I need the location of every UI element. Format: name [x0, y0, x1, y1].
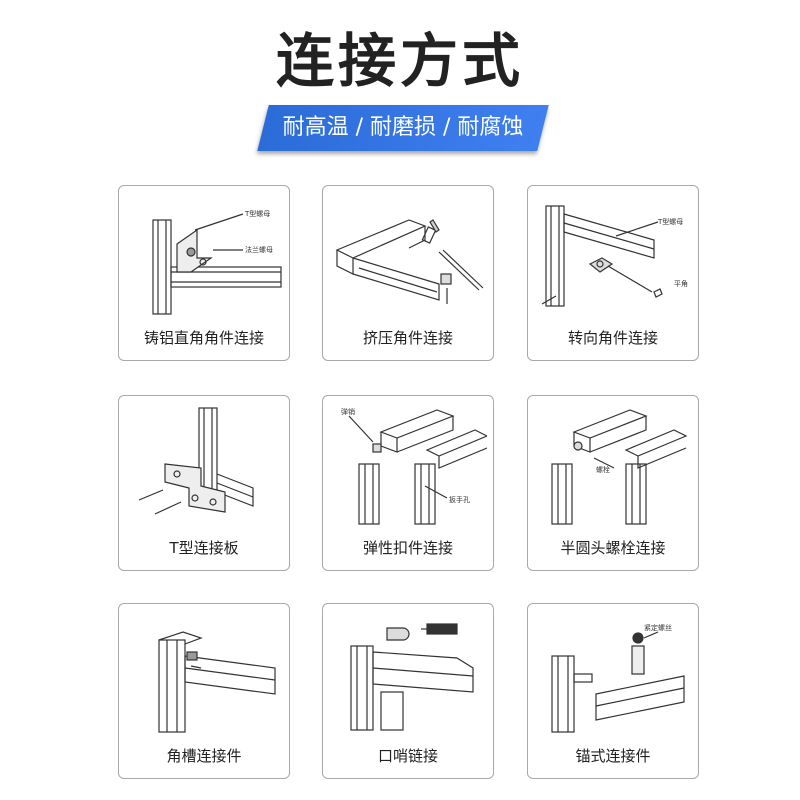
callout-pin: 弹销: [341, 407, 355, 416]
button-head-bolt-illustration: 螺栓: [551, 409, 688, 525]
card-label: 半圆头螺栓连接: [560, 539, 666, 557]
connection-card-corner-groove: 角槽连接件: [118, 603, 290, 779]
spring-clip-illustration: 弹销 扳手孔: [341, 407, 487, 525]
cast-corner-illustration: T型螺母 法兰螺母: [152, 209, 282, 315]
card-label: 角槽连接件: [166, 747, 242, 765]
card-label: 锚式连接件: [575, 747, 651, 765]
connection-card-swivel-corner: T型螺母 平角 转向角件连接: [527, 185, 699, 361]
connection-card-button-head-bolt: 螺栓 半圆头螺栓连接: [527, 395, 699, 571]
callout-set-screw: 紧定螺丝: [644, 623, 672, 632]
swivel-corner-illustration: T型螺母 平角: [541, 205, 688, 307]
card-label: 铸铝直角角件连接: [143, 329, 264, 347]
callout-t-nut: T型螺母: [244, 209, 270, 218]
callout-bolt: 螺栓: [596, 465, 610, 474]
callout-flat: 平角: [674, 279, 688, 288]
connection-card-cast-corner: T型螺母 法兰螺母 铸铝直角角件连接: [118, 185, 290, 361]
card-label: 挤压角件连接: [362, 329, 453, 347]
callout-wrench-hole: 扳手孔: [449, 495, 470, 504]
whistle-link-illustration: [350, 623, 474, 731]
connection-card-extruded-corner: 挤压角件连接: [322, 185, 494, 361]
connection-card-t-plate: T型连接板: [118, 395, 290, 571]
page-title: 连接方式: [275, 27, 524, 95]
corner-groove-illustration: [158, 631, 276, 733]
callout-flange-nut: 法兰螺母: [245, 245, 273, 254]
card-label: 弹性扣件连接: [362, 539, 453, 557]
card-label: 口哨链接: [377, 747, 438, 765]
feature-banner-text: 耐高温 / 耐磨损 / 耐腐蚀: [282, 115, 524, 140]
connection-card-spring-clip: 弹销 扳手孔 弹性扣件连接: [322, 395, 494, 571]
card-label: 转向角件连接: [567, 329, 658, 347]
callout-t-nut: T型螺母: [657, 217, 683, 226]
anchor-illustration: 紧定螺丝: [551, 623, 685, 733]
connection-card-whistle-link: 口哨链接: [322, 603, 494, 779]
t-plate-illustration: [138, 407, 254, 515]
card-label: T型连接板: [169, 539, 239, 557]
extruded-corner-illustration: [335, 219, 484, 304]
connection-card-anchor: 紧定螺丝 锚式连接件: [527, 603, 699, 779]
